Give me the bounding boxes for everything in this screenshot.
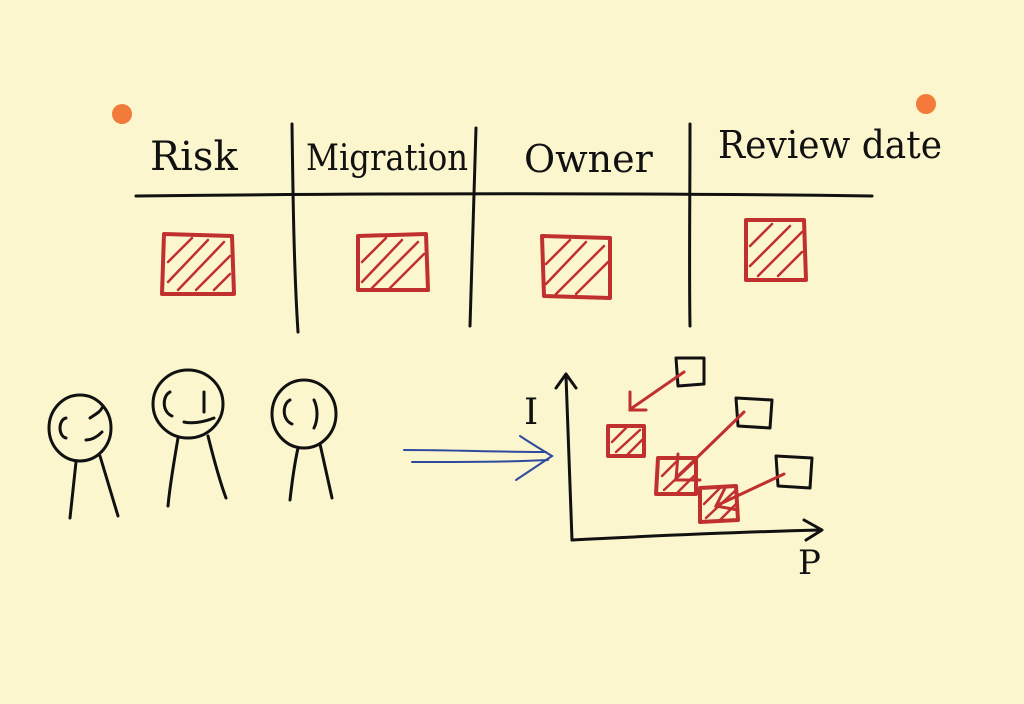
stick-figure-icon [270,378,338,502]
table-frame [112,94,936,124]
header-migration: Migration [306,138,468,179]
table-risk-markers [160,218,808,300]
header-owner: Owner [524,137,654,181]
stick-figure-icon [47,393,120,520]
y-axis-label: I [524,392,538,433]
hatched-square-icon [654,456,698,496]
hatched-square-icon [160,232,236,296]
target-square-icon [774,454,814,490]
arrow-icon [718,472,786,506]
y-axis-arrowhead [554,372,578,390]
column-divider-2 [468,126,478,328]
table-headers: Risk Migration Owner Review date [150,123,942,181]
x-axis [570,528,822,542]
x-axis-arrowhead [802,518,824,542]
table-grid [134,122,874,334]
hatched-square-icon [540,234,612,300]
frame-dot-right [916,94,936,114]
arrow-icon [628,390,648,412]
arrow-icon [630,370,686,410]
header-review-date: Review date [718,123,942,167]
header-risk: Risk [150,134,238,180]
double-arrow-icon [403,435,554,481]
hatched-square-icon [606,424,646,458]
stick-figure-icon [151,368,228,508]
y-axis [564,374,574,542]
hatched-square-icon [698,484,740,524]
risk-matrix: I P [524,356,824,583]
x-axis-label: P [798,543,821,583]
people-group [47,368,338,520]
header-divider [134,192,874,198]
hatched-square-icon [744,218,808,282]
target-square-icon [674,356,706,388]
column-divider-1 [290,122,300,334]
hatched-square-icon [356,232,430,292]
frame-dot-left [112,104,132,124]
